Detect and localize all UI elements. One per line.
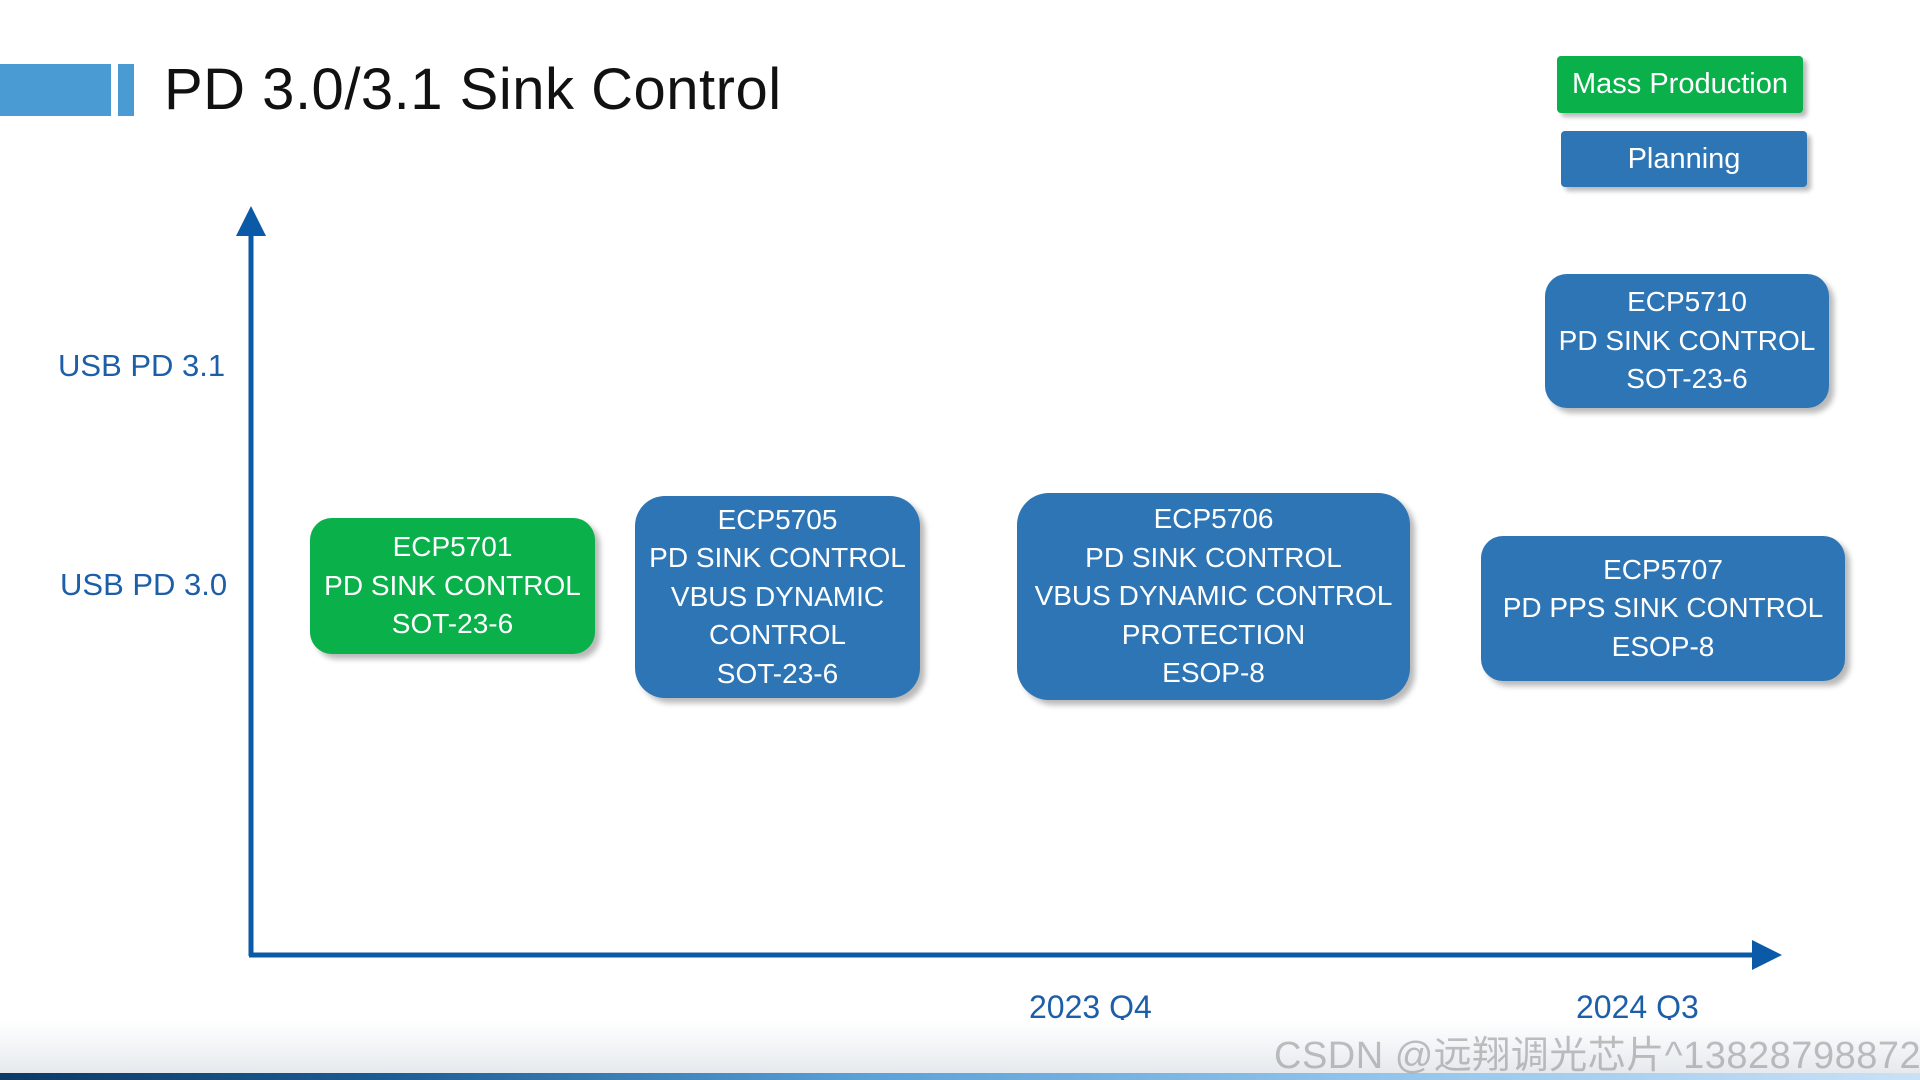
footer-gradient-line: [0, 1073, 1920, 1080]
product-line: PD SINK CONTROL: [1558, 324, 1816, 356]
legend-planning: Planning: [1561, 131, 1807, 187]
y-axis-arrowhead: [236, 206, 266, 236]
product-model: ECP5707: [1603, 553, 1723, 585]
product-package: ESOP-8: [1162, 657, 1265, 689]
product-line: PD PPS SINK CONTROL: [1502, 592, 1824, 624]
product-model: ECP5706: [1153, 503, 1274, 535]
product-card-ecp5705: ECP5705 PD SINK CONTROL VBUS DYNAMIC CON…: [635, 496, 920, 698]
product-package: SOT-23-6: [391, 608, 514, 640]
product-line: CONTROL: [709, 619, 846, 651]
y-label-usb-pd-3-0: USB PD 3.0: [60, 567, 228, 602]
x-label-2024-q3: 2024 Q3: [1576, 989, 1699, 1025]
product-package: ESOP-8: [1611, 630, 1715, 662]
product-model: ECP5705: [717, 503, 838, 535]
product-line: PD SINK CONTROL: [1085, 541, 1342, 573]
title-accent-bar: [0, 64, 111, 116]
product-package: SOT-23-6: [716, 657, 839, 689]
product-line: VBUS DYNAMIC: [670, 580, 885, 612]
product-line: PD SINK CONTROL: [649, 542, 906, 574]
product-package: SOT-23-6: [1626, 363, 1748, 395]
product-line: VBUS DYNAMIC CONTROL: [1034, 580, 1393, 612]
legend-mass-production: Mass Production: [1557, 56, 1803, 113]
product-model: ECP5710: [1627, 286, 1747, 318]
page-title: PD 3.0/3.1 Sink Control: [164, 57, 782, 122]
watermark-text: CSDN @远翔调光芯片^13828798872: [1274, 1035, 1920, 1077]
product-card-ecp5710: ECP5710 PD SINK CONTROL SOT-23-6: [1545, 274, 1829, 408]
product-line: PD SINK CONTROL: [324, 569, 581, 601]
product-line: PROTECTION: [1121, 618, 1306, 650]
x-axis-arrowhead: [1752, 940, 1782, 970]
x-label-2023-q4: 2023 Q4: [1029, 989, 1152, 1025]
y-label-usb-pd-3-1: USB PD 3.1: [58, 348, 226, 383]
product-model: ECP5701: [392, 531, 513, 563]
product-card-ecp5707: ECP5707 PD PPS SINK CONTROL ESOP-8: [1481, 536, 1845, 681]
title-accent-stripe: [118, 64, 134, 116]
footer-band: [0, 1020, 1920, 1080]
product-card-ecp5706: ECP5706 PD SINK CONTROL VBUS DYNAMIC CON…: [1017, 493, 1410, 700]
product-card-ecp5701: ECP5701 PD SINK CONTROL SOT-23-6: [310, 518, 595, 654]
